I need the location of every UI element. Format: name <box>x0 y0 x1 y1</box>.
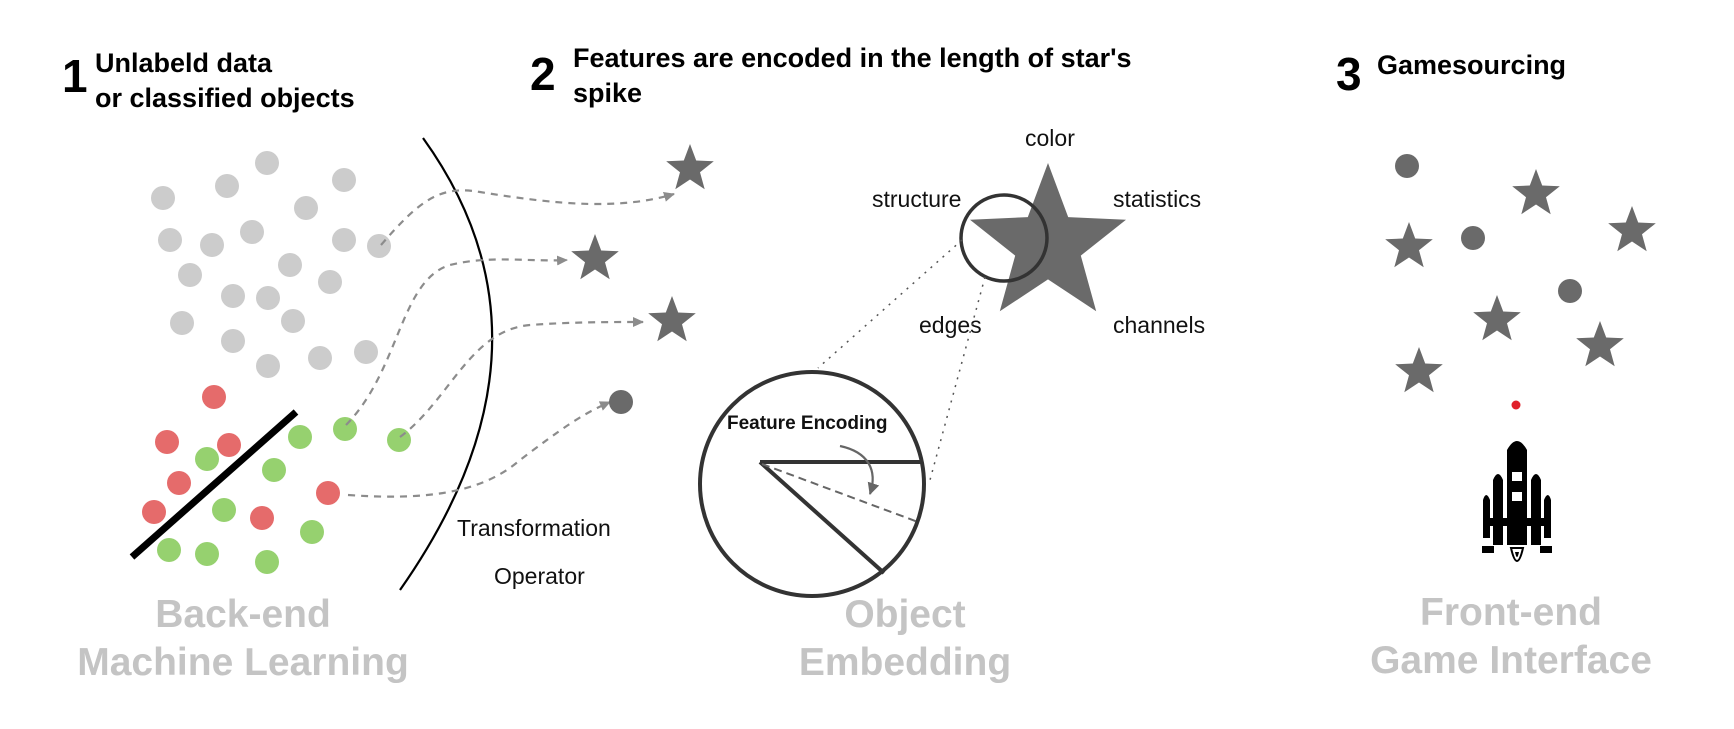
embedded-circle <box>609 390 633 414</box>
step-1-heading-line2: or classified objects <box>95 83 355 113</box>
step-2-number: 2 <box>530 48 556 100</box>
step-1-heading-line1: Unlabeld data <box>95 48 273 78</box>
spike-edge-lower <box>758 460 886 575</box>
step-2-heading-line2: spike <box>573 78 642 108</box>
mapping-arrow-1 <box>380 189 675 246</box>
spike-length-indicator <box>761 463 919 523</box>
class-b-point <box>195 542 219 566</box>
transformation-label-line2: Operator <box>494 563 585 589</box>
section-title-backend-line1: Back-end <box>155 593 331 636</box>
zoom-connector-left <box>817 239 963 369</box>
transformation-label-line1: Transformation <box>457 515 611 541</box>
step-2-heading-line1: Features are encoded in the length of st… <box>573 43 1132 73</box>
embedded-star <box>571 234 619 280</box>
transformation-arc <box>399 137 494 591</box>
unlabeled-point <box>240 220 264 244</box>
class-b-point <box>157 538 181 562</box>
embedded-star <box>666 144 714 190</box>
unlabeled-point <box>215 174 239 198</box>
classified-data-points <box>142 385 411 574</box>
class-a-point <box>155 430 179 454</box>
game-star <box>1395 347 1443 393</box>
unlabeled-data-points <box>151 151 391 378</box>
step-3-heading: Gamesourcing <box>1377 50 1566 80</box>
zoom-connector-right <box>929 276 986 481</box>
section-title-embedding-line1: Object <box>844 593 965 636</box>
unlabeled-point <box>332 168 356 192</box>
unlabeled-point <box>332 228 356 252</box>
game-star <box>1512 169 1560 215</box>
mapping-arrow-2 <box>345 255 568 426</box>
section-title-frontend-line2: Game Interface <box>1370 639 1652 682</box>
mapping-arrow-3 <box>399 317 644 438</box>
feature-encoding-zoom-circle <box>698 370 926 598</box>
game-star <box>1576 321 1624 367</box>
class-b-point <box>212 498 236 522</box>
unlabeled-point <box>294 196 318 220</box>
embedded-objects <box>571 144 714 414</box>
game-star <box>1608 206 1656 252</box>
unlabeled-point <box>308 346 332 370</box>
class-a-point <box>217 433 241 457</box>
section-title-embedding-line2: Embedding <box>799 641 1011 684</box>
feature-encoding-label: Feature Encoding <box>727 413 887 434</box>
unlabeled-point <box>256 286 280 310</box>
game-objects <box>1385 154 1656 393</box>
unlabeled-point <box>354 340 378 364</box>
unlabeled-point <box>151 186 175 210</box>
feature-label-structure: structure <box>872 186 961 212</box>
class-b-point <box>262 458 286 482</box>
class-a-point <box>316 481 340 505</box>
class-b-point <box>333 417 357 441</box>
unlabeled-point <box>221 329 245 353</box>
unlabeled-point <box>256 354 280 378</box>
feature-label-channels: channels <box>1113 312 1205 338</box>
mapping-arrow-4 <box>347 400 611 498</box>
bullet <box>1511 400 1521 410</box>
game-circle <box>1395 154 1419 178</box>
unlabeled-point <box>178 263 202 287</box>
class-b-point <box>195 447 219 471</box>
class-a-point <box>202 385 226 409</box>
class-a-point <box>250 506 274 530</box>
class-a-point <box>142 500 166 524</box>
section-title-backend-line2: Machine Learning <box>77 641 409 684</box>
unlabeled-point <box>318 270 342 294</box>
unlabeled-point <box>367 234 391 258</box>
zoom-lens-small <box>959 193 1049 283</box>
section-title-frontend-line1: Front-end <box>1420 591 1602 634</box>
class-b-point <box>255 550 279 574</box>
class-b-point <box>387 428 411 452</box>
game-circle <box>1558 279 1582 303</box>
feature-label-statistics: statistics <box>1113 186 1201 212</box>
embedded-star <box>648 296 696 342</box>
unlabeled-point <box>281 309 305 333</box>
step-1-number: 1 <box>62 50 88 102</box>
unlabeled-point <box>221 284 245 308</box>
rocket-icon <box>1482 441 1552 562</box>
feature-label-color: color <box>1025 125 1075 151</box>
step-3-number: 3 <box>1336 48 1362 100</box>
game-star <box>1473 295 1521 341</box>
class-b-point <box>300 520 324 544</box>
unlabeled-point <box>170 311 194 335</box>
unlabeled-point <box>158 228 182 252</box>
decision-boundary-line <box>129 409 299 560</box>
unlabeled-point <box>200 233 224 257</box>
game-circle <box>1461 226 1485 250</box>
encoding-arrow <box>839 444 880 495</box>
game-star <box>1385 222 1433 268</box>
unlabeled-point <box>255 151 279 175</box>
class-a-point <box>167 471 191 495</box>
class-b-point <box>288 425 312 449</box>
unlabeled-point <box>278 253 302 277</box>
